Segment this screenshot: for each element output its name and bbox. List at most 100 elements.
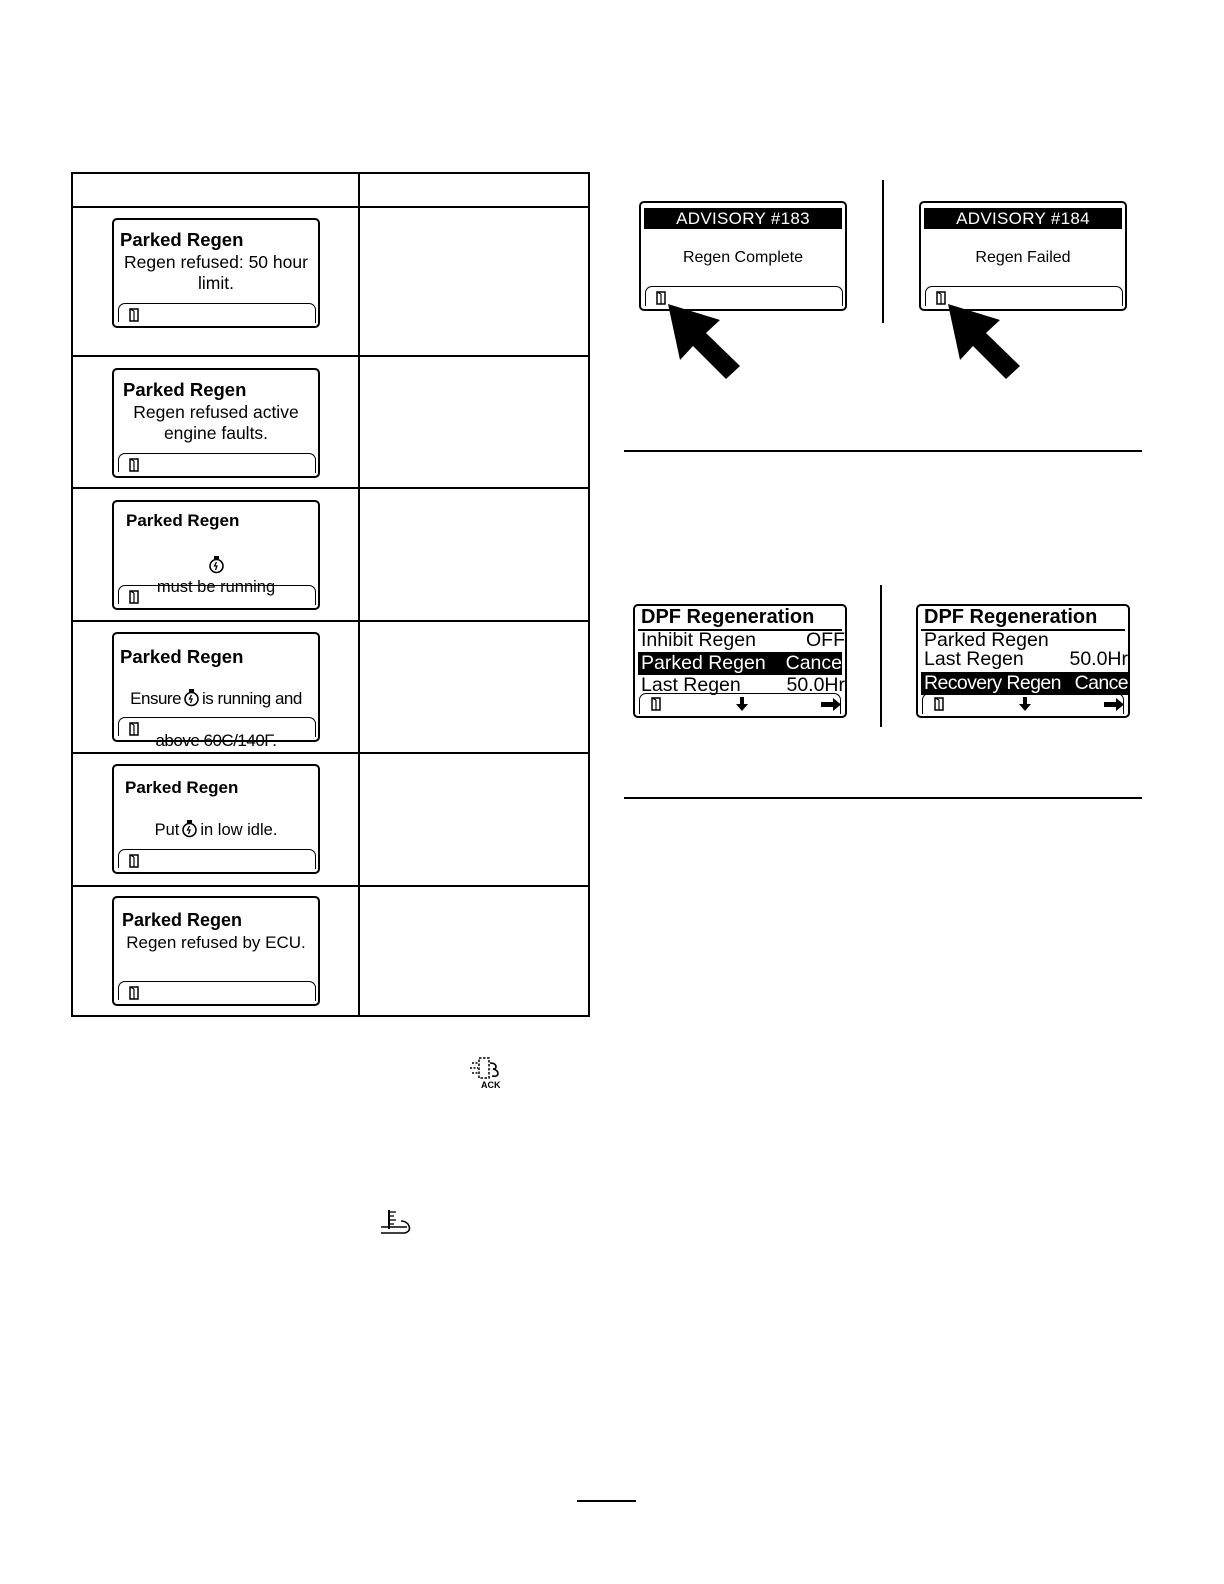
screen-message-text: must be running — [156, 578, 276, 596]
arrow-right-icon[interactable] — [1103, 697, 1125, 712]
screen-message: Regen refused active engine faults. — [133, 402, 299, 443]
pointer-arrow-icon — [948, 304, 1020, 379]
screen-title: Parked Regen — [126, 511, 240, 530]
horizontal-rule — [624, 797, 1142, 799]
door-icon[interactable] — [128, 590, 141, 604]
softkey-bar — [116, 585, 316, 605]
title-underline — [638, 629, 842, 631]
dpf-regeneration-screen: DPF Regeneration Inhibit Regen OFF Parke… — [633, 604, 847, 718]
advisory-title: ADVISORY #184 — [924, 208, 1122, 229]
advisory-title: ADVISORY #183 — [644, 208, 842, 229]
menu-item-value: 50.0Hr — [786, 674, 845, 696]
screen-title: Parked Regen — [120, 229, 244, 250]
menu-item-label: Last Regen — [924, 648, 1024, 670]
menu-item-label: Inhibit Regen — [641, 629, 756, 651]
menu-item-value: OFF — [806, 629, 845, 651]
softkey-bar — [116, 453, 316, 473]
pointer-arrow-icon — [668, 304, 740, 379]
menu-item-label: Last Regen — [641, 674, 741, 696]
menu-item-recovery-regen[interactable]: Recovery Regen Cance — [921, 672, 1128, 695]
screen-message-text: Put — [154, 821, 180, 839]
softkey-bar — [116, 849, 316, 869]
door-icon[interactable] — [128, 308, 141, 322]
softkey-bar — [116, 981, 316, 1001]
table-column-divider — [358, 174, 360, 1015]
softkey-bar — [925, 286, 1123, 306]
advisory-message: Regen Failed — [975, 249, 1071, 266]
menu-item-value: Cance — [1074, 672, 1128, 694]
menu-item-value: Cance — [785, 652, 842, 674]
softkey-bar — [645, 286, 843, 306]
table-row-divider — [73, 752, 588, 754]
screen-title: Parked Regen — [123, 379, 247, 400]
parked-regen-icon — [381, 1210, 411, 1234]
door-icon[interactable] — [128, 986, 141, 1000]
screen-message: Put in low idle. — [118, 798, 314, 841]
table-row-divider — [73, 487, 588, 489]
table-row-screen: Parked Regen must be running — [112, 500, 320, 610]
table-row-screen: Parked Regen Put in low idle. — [112, 764, 320, 874]
screen-title: Parked Regen — [120, 646, 244, 667]
arrow-down-icon[interactable] — [1017, 696, 1033, 712]
table-row-divider — [73, 355, 588, 357]
door-icon[interactable] — [935, 291, 948, 305]
softkey-bar — [116, 303, 316, 323]
ack-label: ACK — [481, 1080, 501, 1090]
advisory-184-screen: ADVISORY #184 Regen Failed — [919, 201, 1127, 311]
footer-rule — [577, 1500, 636, 1502]
screen-message: must be running — [118, 534, 314, 598]
horizontal-rule — [624, 450, 1142, 452]
menu-item-label: Parked Regen — [924, 629, 1049, 651]
table-row-screen: Parked Regen Regen refused by ECU. — [112, 896, 320, 1006]
menu-item-value: 50.0Hr — [1069, 648, 1128, 670]
door-icon[interactable] — [650, 697, 663, 711]
menu-item-last-regen[interactable]: Last Regen 50.0Hr — [638, 674, 845, 697]
engine-icon — [184, 689, 199, 707]
softkey-bar — [639, 693, 841, 714]
menu-item-label: Parked Regen — [641, 652, 766, 674]
regen-ack-symbol — [470, 1057, 499, 1079]
table-header-divider — [73, 206, 588, 208]
arrow-right-icon[interactable] — [820, 697, 842, 712]
screen-message-text: in low idle. — [200, 821, 278, 839]
menu-item-parked-regen[interactable]: Parked Regen — [921, 629, 1128, 652]
engine-icon — [208, 556, 224, 574]
door-icon[interactable] — [655, 291, 668, 305]
table-row-divider — [73, 620, 588, 622]
screen-message: Ensure is running and above 60C/140F. — [118, 667, 314, 772]
door-icon[interactable] — [128, 854, 141, 868]
screen-message-line: Ensure is running and — [118, 688, 314, 709]
engine-icon — [182, 820, 198, 838]
softkey-bar — [116, 717, 316, 737]
menu-item-inhibit-regen[interactable]: Inhibit Regen OFF — [638, 629, 845, 652]
regen-ack-icon: ACK — [466, 1055, 506, 1095]
table-row-screen: Parked Regen Regen refused active engine… — [112, 368, 320, 478]
screen-message: Regen refused: 50 hour limit. — [124, 252, 308, 293]
door-icon[interactable] — [128, 722, 141, 736]
table-row-divider — [73, 885, 588, 887]
menu-item-last-regen[interactable]: Last Regen 50.0Hr — [921, 648, 1128, 671]
screen-message-text: Ensure — [130, 689, 182, 708]
softkey-bar — [922, 693, 1124, 714]
advisory-message: Regen Complete — [682, 249, 804, 266]
parked-regen-message-table: Parked Regen Regen refused: 50 hour limi… — [71, 172, 590, 1017]
dpf-title: DPF Regeneration — [924, 606, 1098, 628]
vertical-divider — [880, 585, 882, 727]
screen-title: Parked Regen — [122, 910, 243, 930]
screen-message: Regen refused by ECU. — [126, 933, 306, 952]
door-icon[interactable] — [128, 458, 141, 472]
door-icon[interactable] — [933, 697, 946, 711]
title-underline — [921, 629, 1125, 631]
dpf-regeneration-screen: DPF Regeneration Parked Regen Last Regen… — [916, 604, 1130, 718]
table-row-screen: Parked Regen Regen refused: 50 hour limi… — [112, 218, 320, 328]
arrow-down-icon[interactable] — [734, 696, 750, 712]
screen-title: Parked Regen — [125, 778, 239, 797]
screen-message-text: is running and — [202, 689, 302, 708]
menu-item-label: Recovery Regen — [924, 672, 1061, 694]
screen-message-line: above 60C/140F. — [155, 731, 277, 750]
vertical-divider — [882, 180, 884, 323]
advisory-183-screen: ADVISORY #183 Regen Complete — [639, 201, 847, 311]
menu-item-parked-regen[interactable]: Parked Regen Cance — [638, 652, 842, 675]
table-row-screen: Parked Regen Ensure is running and above … — [112, 632, 320, 750]
dpf-title: DPF Regeneration — [641, 606, 815, 628]
